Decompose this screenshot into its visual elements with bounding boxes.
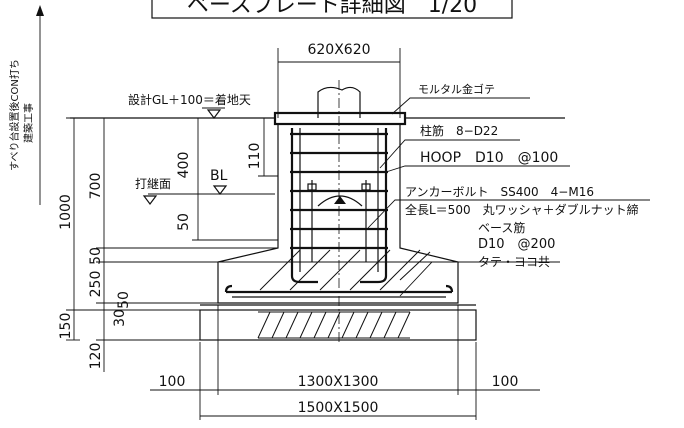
label-anchor-2: 全長L＝500 丸ワッシャ＋ダブルナット締 <box>405 202 639 217</box>
label-main-bar: 柱筋 8−D22 <box>420 123 498 138</box>
label-hoop: HOOP D10 @100 <box>420 150 558 166</box>
dim-bottom-right: 100 <box>492 374 519 390</box>
dim-50c: 50 <box>116 291 132 309</box>
bl-marker-icon <box>212 185 228 195</box>
dim-bottom-mid: 1300X1300 <box>298 374 379 390</box>
label-vertical-1: すべり台設置後CON打ち <box>8 59 21 171</box>
label-anchor-1: アンカーボルト SS400 4−M16 <box>405 185 594 199</box>
label-bl: BL <box>210 168 228 184</box>
dim-120: 120 <box>88 343 104 370</box>
label-construction-joint: 打継面 <box>135 176 171 191</box>
label-gl: 設計GL＋100＝着地天 <box>128 92 251 107</box>
dim-250: 250 <box>88 271 104 298</box>
dim-bottom-total: 1500X1500 <box>298 400 379 416</box>
anchor-nut-icon <box>334 196 346 204</box>
drawing-title: ベースプレート詳細図 1/20 <box>187 0 477 18</box>
dim-1000: 1000 <box>58 194 74 230</box>
joint-marker-icon <box>142 195 158 205</box>
dim-50a: 50 <box>176 213 192 231</box>
dim-50b: 50 <box>88 247 104 265</box>
label-vertical-2: 建築工事 <box>22 103 35 143</box>
label-base-1: ベース筋 <box>478 220 525 235</box>
label-base-3: タテ・ヨコ共 <box>478 255 550 269</box>
up-arrow-icon <box>36 5 44 16</box>
lean-concrete <box>199 309 477 341</box>
gl-marker-icon <box>206 109 222 119</box>
dim-30: 30 <box>112 309 128 327</box>
column-pipe <box>317 86 361 118</box>
base-plate <box>273 111 407 126</box>
dim-700: 700 <box>88 173 104 200</box>
pedestal-section-hatch <box>259 249 431 291</box>
pedestal-outline <box>217 124 459 304</box>
dim-150: 150 <box>58 313 74 340</box>
label-base-2: D10 @200 <box>478 237 555 252</box>
gravel-hatch <box>257 311 411 339</box>
label-mortar: モルタル金ゴテ <box>418 82 495 96</box>
dim-bottom-left: 100 <box>159 374 186 390</box>
dim-400: 400 <box>176 152 192 179</box>
title-box <box>151 0 513 19</box>
dim-110: 110 <box>247 143 263 170</box>
dim-column-size: 620X620 <box>307 42 370 58</box>
